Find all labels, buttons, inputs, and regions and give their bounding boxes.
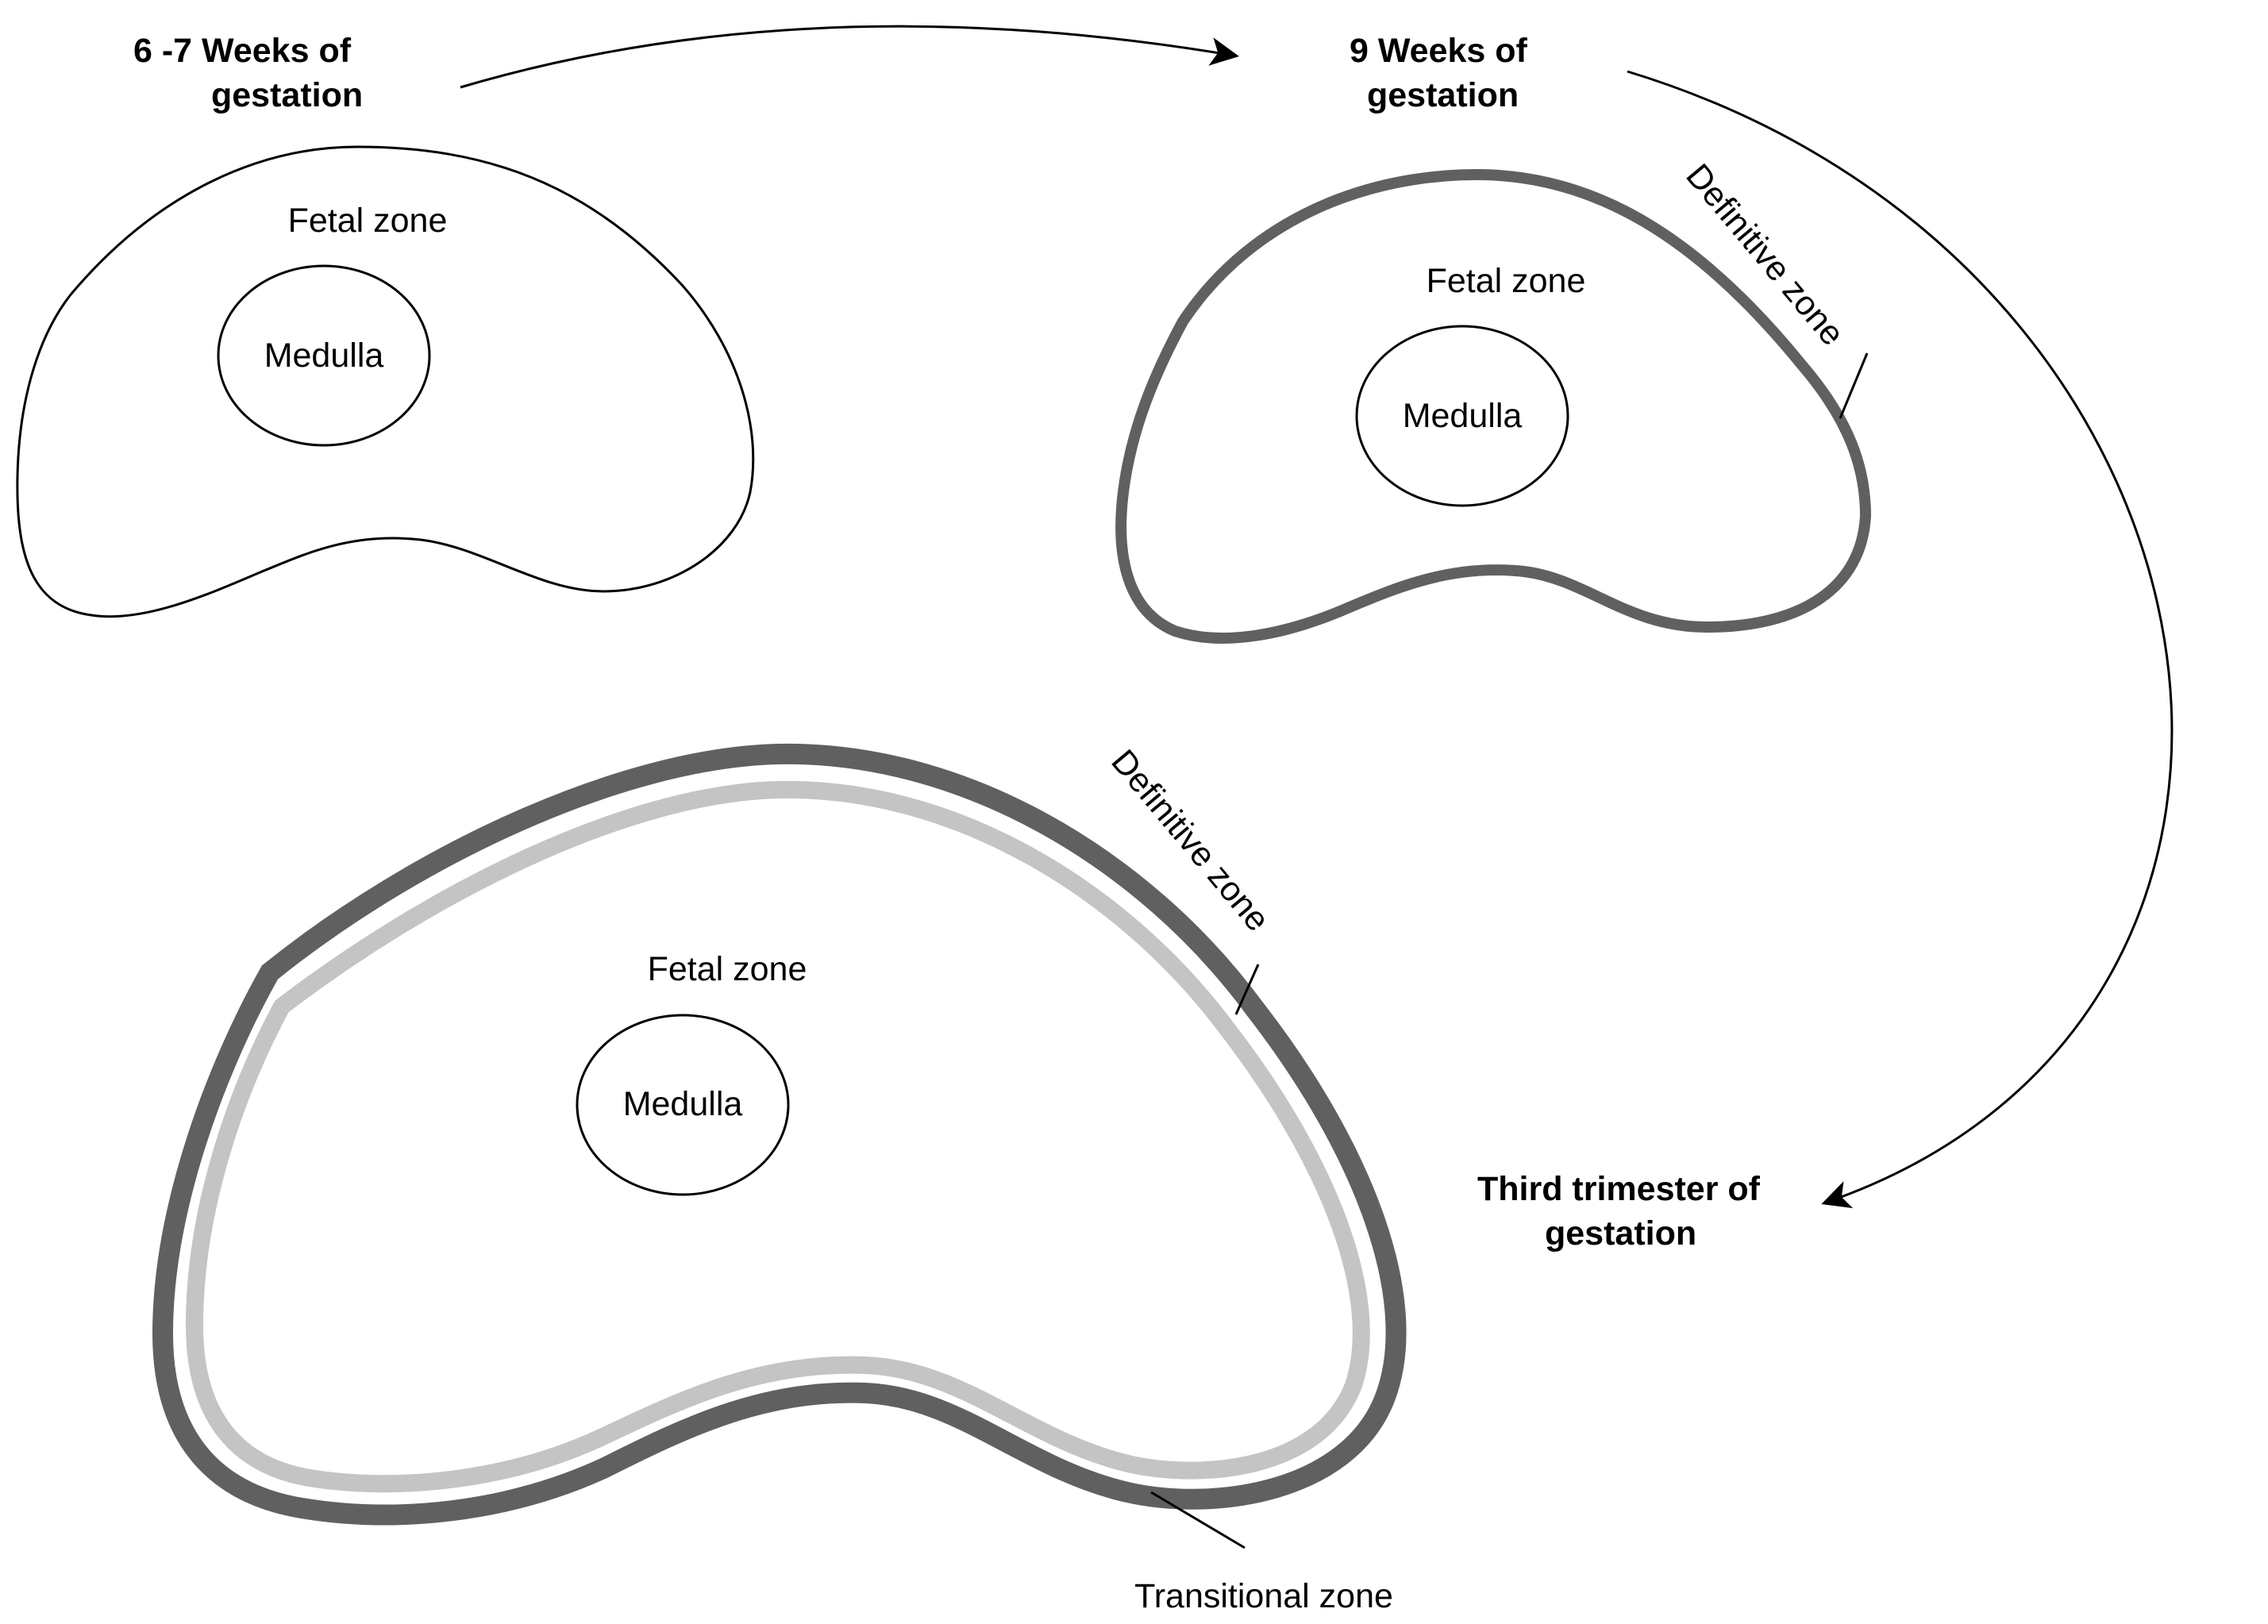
stage-nine-weeks: 9 Weeks of gestation Fetal zone Medulla … [1115,32,1872,644]
stage-third-trimester-title-line1: Third trimester of [1477,1170,1761,1208]
third-trimester-transitional-zone [185,780,1370,1493]
arrow-early-to-nine-weeks [460,25,1239,89]
nine-weeks-medulla-label: Medulla [1403,397,1523,435]
stage-nine-weeks-title-line1: 9 Weeks of [1350,32,1528,70]
third-trimester-transitional-zone-label: Transitional zone [1134,1577,1393,1615]
nine-weeks-definitive-zone [1115,168,1872,644]
stage-early: 6 -7 Weeks of gestation Fetal zone Medul… [16,32,755,618]
third-trimester-definitive-zone-leader [1234,964,1260,1015]
nine-weeks-medulla [1355,325,1569,507]
stage-third-trimester-title-line2: gestation [1545,1214,1696,1253]
early-fetal-zone-label: Fetal zone [288,202,448,240]
nine-weeks-definitive-zone-leader [1839,352,1869,419]
stage-third-trimester: Third trimester of gestation Fetal zone … [152,743,1761,1615]
stage-early-title-line2: gestation [211,76,363,114]
third-trimester-transitional-zone-leader [1150,1491,1246,1549]
third-trimester-fetal-zone-label: Fetal zone [648,950,807,988]
early-adrenal-outline [16,145,755,618]
early-medulla [217,264,431,447]
third-trimester-medulla-label: Medulla [623,1085,743,1123]
early-medulla-label: Medulla [264,337,384,375]
stage-early-title-line1: 6 -7 Weeks of [133,32,352,70]
arrow-nine-weeks-to-third-trimester [1627,70,2174,1209]
third-trimester-medulla [576,1014,790,1196]
third-trimester-definitive-zone-label: Definitive zone [1103,743,1276,939]
stage-nine-weeks-title-line2: gestation [1367,76,1519,114]
third-trimester-definitive-zone [152,743,1407,1526]
nine-weeks-fetal-zone-label: Fetal zone [1427,262,1586,300]
